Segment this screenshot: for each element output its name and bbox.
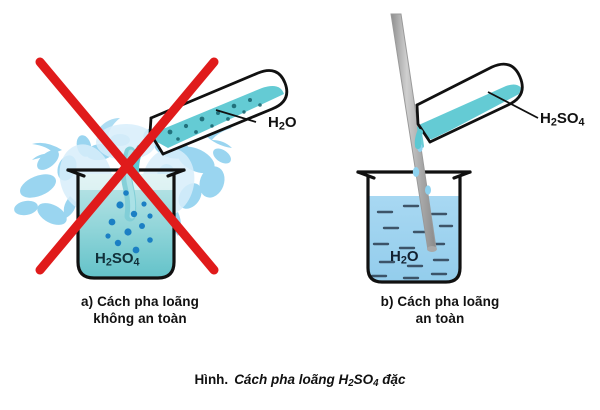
sub-2: 2: [278, 120, 285, 133]
sub-2: 2: [105, 256, 112, 269]
label-beaker-acid: H2SO4: [95, 250, 140, 269]
test-tube-water: [132, 69, 289, 180]
label-test-tube-acid: H2SO4: [540, 110, 585, 129]
reaction-bubbles: [105, 190, 153, 254]
prohibition-cross: [35, 57, 219, 275]
sub-2: 2: [550, 116, 557, 129]
caption-panel-b-line1: b) Cách pha loãng: [380, 294, 500, 309]
leader-line-h2so4: [487, 91, 539, 119]
figure-caption-label: Hình.: [194, 372, 229, 387]
label-beaker-water: H2O: [390, 248, 419, 267]
caption-panel-b-line2: an toàn: [415, 311, 465, 326]
test-tube-acid: [414, 62, 524, 149]
figure-caption-title: Cách pha loãng H2SO4 đặc: [234, 372, 406, 390]
caption-panel-a: a) Cách pha loãng không an toàn: [30, 293, 250, 327]
sub-2: 2: [400, 254, 407, 267]
label-test-tube-water: H2O: [268, 114, 297, 133]
figure-caption: Hình. Cách pha loãng H2SO4 đặc: [60, 372, 540, 389]
caption-panel-a-line1: a) Cách pha loãng: [81, 294, 199, 309]
sub-4: 4: [133, 256, 140, 269]
sub-4: 4: [578, 116, 585, 129]
caption-panel-b: b) Cách pha loãng an toàn: [330, 293, 550, 327]
leader-line-h2o: [215, 109, 257, 123]
caption-panel-a-line2: không an toàn: [93, 311, 187, 326]
